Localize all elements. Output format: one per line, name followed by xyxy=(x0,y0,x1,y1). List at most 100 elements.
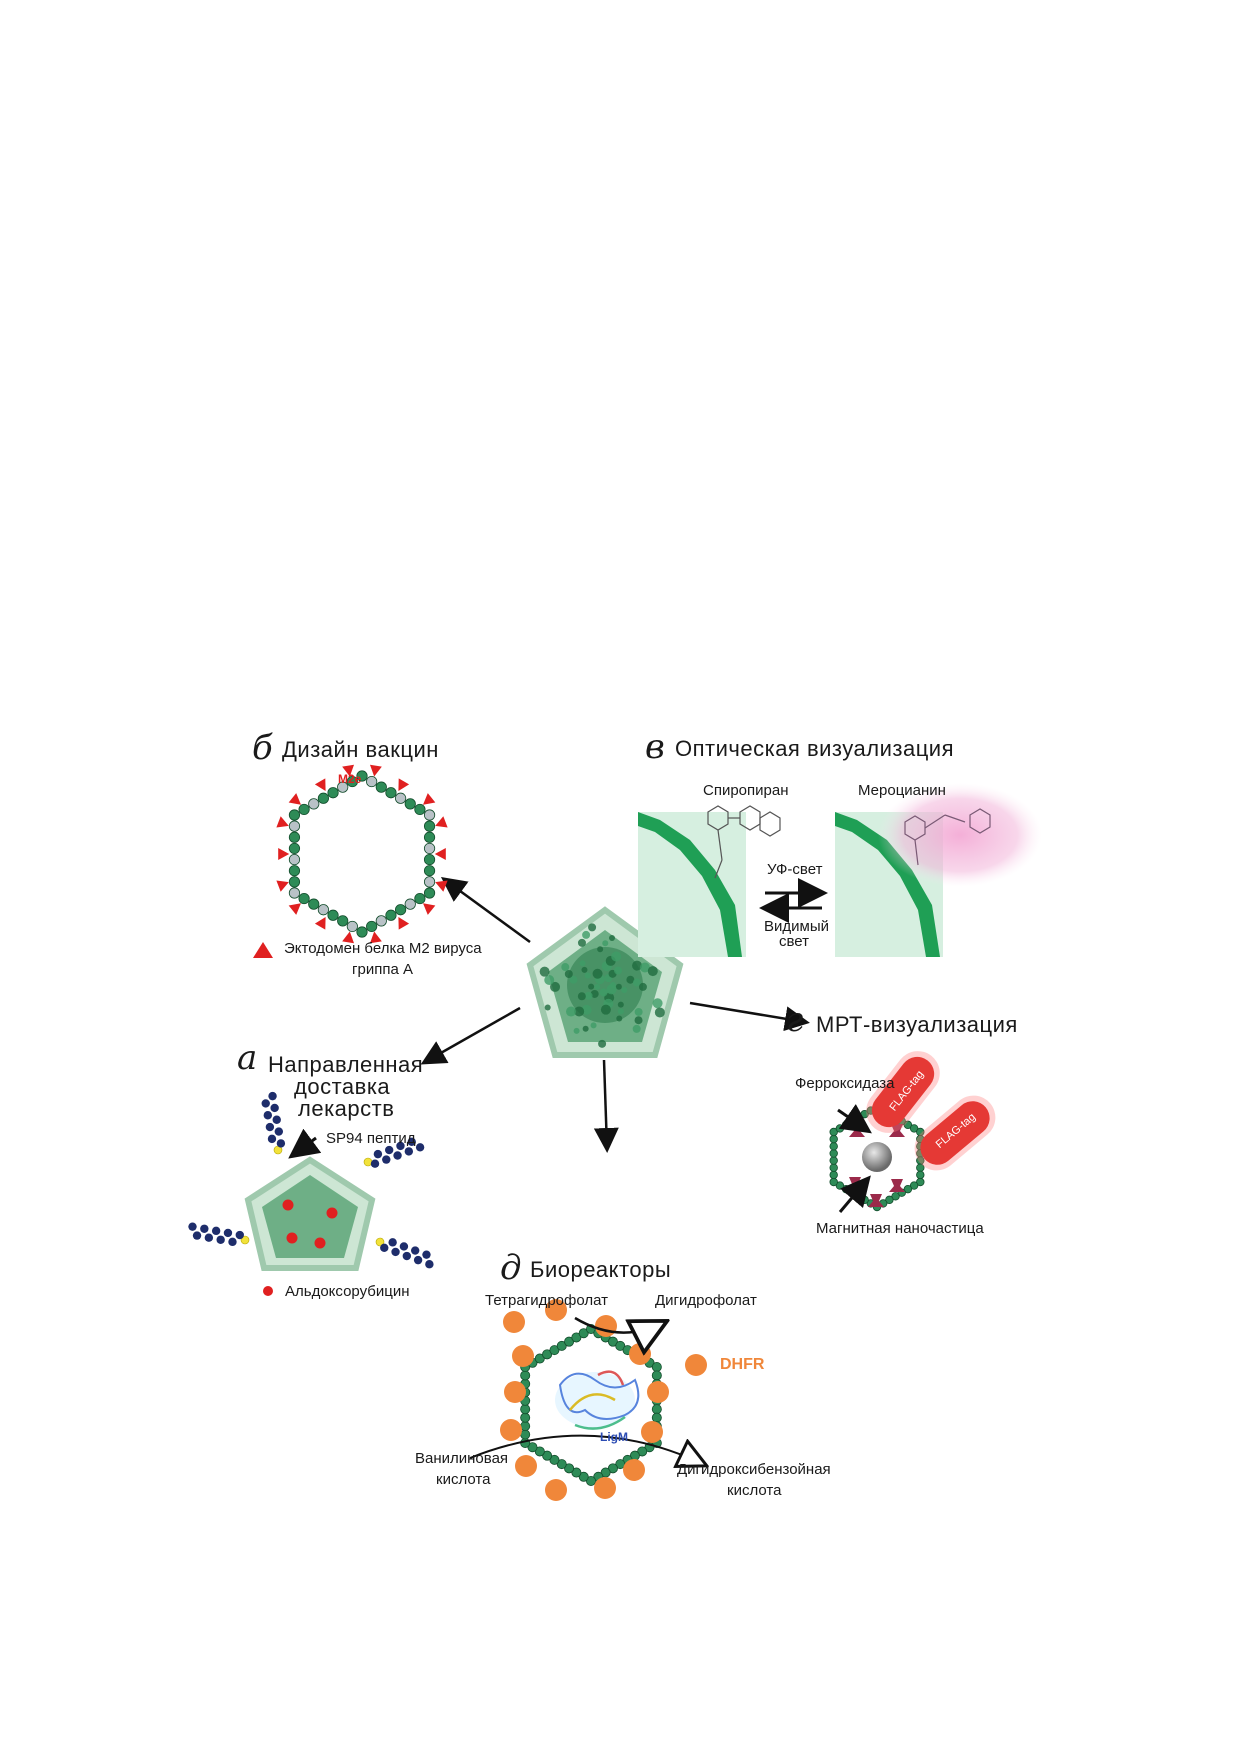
dhfr-dot xyxy=(595,1315,617,1337)
flag-tag-2 xyxy=(914,1095,996,1171)
dhfr-dot xyxy=(594,1477,616,1499)
panel-letter-a: а xyxy=(237,1038,258,1078)
peptide-bead xyxy=(235,1230,244,1240)
peptide-bead xyxy=(261,1099,270,1108)
capsid-texture-dot xyxy=(566,1006,577,1017)
capsid-texture-dot xyxy=(573,1027,580,1034)
panel-letter-d: д xyxy=(500,1248,522,1288)
capsid-bead xyxy=(317,904,330,916)
peptide-bead xyxy=(415,1143,425,1152)
peptide-bead xyxy=(204,1233,214,1242)
capsid-texture-dot xyxy=(544,975,555,986)
bioreactor-capsid-bead xyxy=(520,1412,531,1423)
capsid-texture-dot xyxy=(632,960,643,971)
capsid-texture-dot xyxy=(588,923,597,932)
flag-tag-1 xyxy=(866,1051,940,1133)
peptide-bead xyxy=(425,1260,434,1269)
capsid-texture-dot xyxy=(569,975,578,984)
capsid-bead xyxy=(298,803,310,816)
capsid-bead xyxy=(288,887,301,899)
capsid-texture-dot xyxy=(616,1015,623,1022)
dhfr-dot xyxy=(545,1479,567,1501)
capsid-texture-dot xyxy=(639,962,650,973)
peptide-bead xyxy=(373,1149,383,1159)
optical-panel xyxy=(638,783,1042,957)
mri-capsid-bead xyxy=(829,1156,838,1165)
m2e-triangle xyxy=(342,764,355,777)
capsid-bead xyxy=(317,792,330,804)
capsid-texture-dot xyxy=(599,988,608,997)
mri-capsid-bead xyxy=(909,1124,919,1133)
peptide-bead xyxy=(276,1139,286,1148)
peptide-bead xyxy=(211,1226,221,1236)
m2e-triangle xyxy=(276,816,289,828)
ferroxidase-label: Ферроксидаза xyxy=(795,1075,895,1092)
capsid-bead xyxy=(394,904,407,916)
peptide-bead xyxy=(216,1235,225,1244)
mri-capsid-bead xyxy=(829,1149,838,1158)
arrow-to-mri xyxy=(689,1001,810,1032)
capsid-bead xyxy=(414,892,426,905)
peptide-bead xyxy=(200,1224,209,1233)
bioreactor-capsid-bead xyxy=(578,1328,589,1339)
capsid-bead xyxy=(366,920,378,933)
peptide-bead xyxy=(396,1141,405,1151)
bioreactor-capsid-bead xyxy=(542,1450,553,1461)
bioreactor-capsid-bead xyxy=(564,1463,575,1474)
mri-capsid-bead xyxy=(916,1170,925,1180)
dhfr-dot xyxy=(512,1345,534,1367)
capsid-bead xyxy=(423,831,436,843)
capsid-texture-dot xyxy=(584,972,591,979)
mri-capsid-bead xyxy=(829,1163,838,1172)
capsid-texture-dot xyxy=(579,960,586,967)
capsid-bead xyxy=(288,865,301,877)
peptide-bead xyxy=(270,1103,279,1113)
capsid-texture-dot xyxy=(654,1007,665,1018)
peptide-bead xyxy=(393,1151,402,1160)
capsid-bead xyxy=(288,809,301,821)
capsid-texture-dot xyxy=(632,978,641,987)
peptide-linker xyxy=(240,1235,250,1245)
capsid-bead xyxy=(366,775,378,788)
capsid-texture-dot xyxy=(609,934,616,941)
peptide-bead xyxy=(265,1122,275,1132)
uv-light-label: УФ-свет xyxy=(767,861,823,878)
capsid-texture-dot xyxy=(598,1039,607,1048)
capsid-texture-dot xyxy=(597,946,604,953)
capsid-texture-dot xyxy=(544,1004,551,1011)
capsid-texture-dot xyxy=(613,966,622,975)
capsid-bead xyxy=(423,809,436,821)
bioreactor-capsid-bead xyxy=(607,1336,618,1347)
bioreactor-capsid-bead xyxy=(615,1340,626,1351)
capsid-bead xyxy=(288,853,301,866)
capsid-texture-dot xyxy=(574,1006,585,1017)
capsid-texture-dot xyxy=(561,963,570,972)
dhfr-legend-dot xyxy=(685,1354,707,1376)
panel-title-v: Оптическая визуализация xyxy=(675,736,955,761)
dhfr-dot xyxy=(545,1299,567,1321)
ferroxidase-shape xyxy=(868,1194,884,1207)
dhfr-legend-label: DHFR xyxy=(720,1356,765,1373)
capsid-texture-dot xyxy=(590,989,599,998)
capsid-texture-dot xyxy=(634,1016,643,1025)
bioreactor-capsid-bead xyxy=(651,1362,662,1373)
vanillic-conversion-arrow xyxy=(469,1434,705,1465)
peptide-bead xyxy=(410,1246,420,1255)
capsid-bead xyxy=(337,781,349,793)
bioreactor-capsid-bead xyxy=(651,1370,662,1381)
peptide-bead xyxy=(391,1247,400,1257)
capsid-texture-dot xyxy=(582,930,591,939)
ferroxidase-shape xyxy=(889,1179,905,1192)
bioreactor-capsid-bead xyxy=(556,1340,567,1351)
capsid-texture-dot xyxy=(600,1004,611,1015)
capsid-texture-dot xyxy=(638,982,647,991)
capsid-texture-dot xyxy=(581,1004,592,1015)
spiropyran-label: Спиропиран xyxy=(703,782,789,799)
dhfr-dot xyxy=(500,1419,522,1441)
peptide-bead xyxy=(399,1242,409,1251)
peptide-bead xyxy=(274,1127,284,1136)
capsid-bead xyxy=(288,842,301,855)
ferroxidase-shape xyxy=(889,1124,905,1137)
capsid-texture-dot xyxy=(626,975,635,984)
